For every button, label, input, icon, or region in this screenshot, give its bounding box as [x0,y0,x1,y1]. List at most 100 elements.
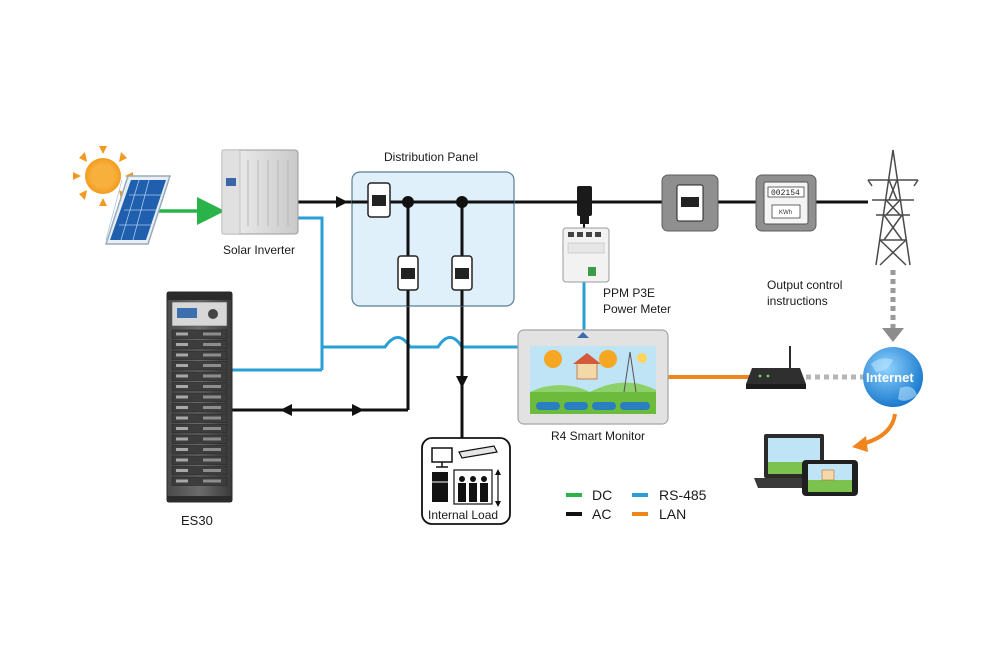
battery-module [171,382,228,392]
battery-module [171,476,228,486]
circuit-breaker-icon [367,182,391,218]
output-control-label-2: instructions [767,294,828,308]
battery-module-handle [203,395,221,399]
tower-internet-arrow [882,328,904,342]
ac-arrow-right [352,404,364,416]
battery-module-label [176,395,188,399]
battery-module-handle [203,343,221,346]
legend-label-ac: AC [592,506,611,522]
legend-item-lan: LAN [632,506,686,522]
solar-inverter-label: Solar Inverter [223,243,295,257]
battery-module-label [176,343,188,346]
legend-item-rs485: RS-485 [632,487,707,503]
legend-label-dc: DC [592,487,612,503]
battery-module-label [176,469,188,472]
fridge-load-icon [432,472,448,502]
battery-module-handle [203,427,221,430]
battery-module-handle [203,437,221,441]
distribution-panel-title: Distribution Panel [384,150,478,164]
battery-module [171,361,228,371]
power-meter-label-2: Power Meter [603,302,671,316]
grid-breaker-icon [661,174,719,232]
battery-module-handle [203,416,221,420]
battery-module-label [176,479,188,483]
battery-module [171,403,228,413]
battery-module [171,434,228,444]
battery-module-handle [203,406,221,409]
solar-panel-icon [104,175,172,245]
ac-arrow-load [456,376,468,388]
internet-devices-arrowhead [852,436,868,452]
internet-devices-arrow [861,413,897,446]
smart-monitor-label: R4 Smart Monitor [551,429,645,443]
battery-module-label [176,364,188,367]
transmission-tower-icon [867,149,919,266]
battery-module [171,413,228,423]
circuit-breaker-icon [451,255,473,291]
kwh-meter-icon [755,174,817,232]
battery-module [171,350,228,360]
battery-modules [171,329,228,486]
light-fixture-icon [458,445,498,459]
panel-junction-1 [402,196,414,208]
internet-globe-icon [863,347,923,407]
output-control-label-1: Output control [767,278,842,292]
legend: DC AC RS-485 LAN [566,487,707,522]
ct-clamp-icon [577,186,592,224]
legend-item-ac: AC [566,506,611,522]
rs485-line-inverter [298,216,518,349]
battery-module-handle [203,479,221,483]
legend-label-rs485: RS-485 [659,487,707,503]
internet-label: Internet [866,370,914,385]
battery-module-label [176,332,188,336]
battery-module-handle [203,448,221,451]
battery-module-label [176,416,188,420]
distribution-panel [351,171,515,307]
battery-module-label [176,385,188,388]
battery-rack-icon [166,291,233,503]
battery-module [171,424,228,434]
battery-module [171,445,228,455]
battery-module-handle [203,469,221,472]
panel-junction-2 [456,196,468,208]
monitor-load-icon [431,447,453,468]
kwh-unit: KWh [779,210,792,216]
battery-module [171,371,228,381]
battery-module [171,466,228,476]
battery-module-label [176,458,188,462]
battery-module-label [176,374,188,378]
battery-module-handle [203,353,221,357]
ac-arrow-inverter [336,196,348,208]
battery-module-handle [203,374,221,378]
circuit-breaker-icon [397,255,419,291]
power-meter-label-1: PPM P3E [603,286,655,300]
battery-module-handle [203,332,221,336]
battery-module [171,392,228,402]
appliances-load-icon [453,469,493,505]
vertical-arrow-icon [495,469,501,507]
battery-module-handle [203,458,221,462]
sun-icon [73,146,133,206]
legend-label-lan: LAN [659,506,686,522]
battery-module-handle [203,385,221,388]
battery-module-label [176,353,188,357]
battery-module [171,455,228,465]
internal-load-label: Internal Load [428,508,498,522]
tablet-icon [802,460,858,496]
battery-module-label [176,437,188,441]
solar-inverter-icon [221,149,299,235]
es30-label: ES30 [181,513,213,528]
battery-module-handle [203,364,221,367]
router-icon [746,346,806,389]
smart-monitor-icon [517,329,669,425]
battery-module [171,329,228,339]
power-meter-icon [562,227,610,283]
ac-arrow-left [280,404,292,416]
battery-module-label [176,448,188,451]
battery-module-label [176,406,188,409]
battery-module-label [176,427,188,430]
battery-module [171,340,228,350]
kwh-display: 002154 [771,189,800,198]
legend-item-dc: DC [566,487,612,503]
